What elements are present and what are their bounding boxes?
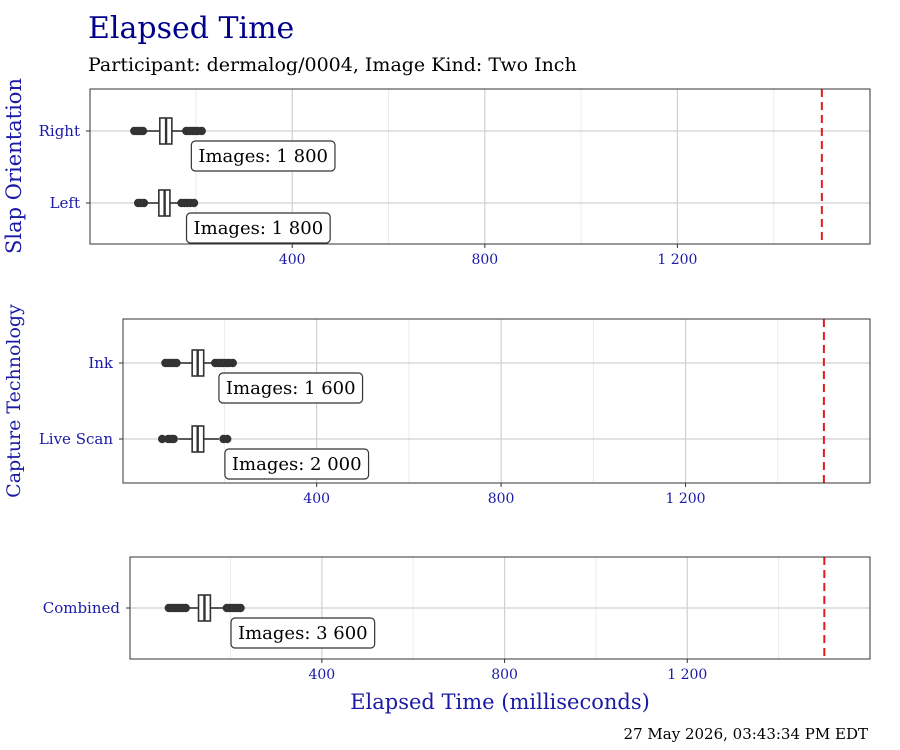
- boxplot-right: Images: 1 800: [130, 117, 336, 172]
- panel-border: [89, 88, 871, 245]
- x-tick-label: 800: [471, 252, 498, 268]
- x-tick-label: 400: [308, 667, 335, 683]
- count-label-box: [185, 212, 331, 244]
- count-label-box: [224, 448, 370, 480]
- x-tick-label: 400: [303, 491, 330, 507]
- panel-border: [122, 318, 871, 484]
- boxplot-combined: Images: 3 600: [164, 594, 376, 649]
- outlier-point: [223, 434, 232, 444]
- timestamp-caption: 27 May 2026, 03:43:34 PM EDT: [624, 725, 868, 743]
- y-tick-label: Ink: [88, 354, 114, 372]
- x-tick-label: 800: [491, 667, 518, 683]
- count-label-box: [218, 372, 364, 404]
- x-tick-label: 1 200: [657, 252, 697, 268]
- count-label: Images: 1 800: [194, 218, 324, 239]
- boxplot-left: Images: 1 800: [133, 189, 331, 244]
- count-label: Images: 3 600: [238, 623, 368, 644]
- count-label: Images: 1 600: [226, 378, 356, 399]
- count-label: Images: 2 000: [232, 454, 362, 475]
- outlier-point: [181, 603, 190, 613]
- chart-subtitle: Participant: dermalog/0004, Image Kind: …: [88, 54, 577, 76]
- outlier-point: [197, 126, 206, 136]
- outlier-point: [228, 358, 237, 368]
- outlier-point: [139, 198, 149, 208]
- outlier-point: [236, 603, 245, 613]
- count-label: Images: 1 800: [198, 146, 328, 167]
- x-tick-label: 800: [488, 491, 515, 507]
- count-label-box: [190, 140, 336, 172]
- y-tick-label: Left: [50, 194, 80, 212]
- outlier-point: [169, 434, 178, 444]
- x-tick-label: 400: [279, 252, 306, 268]
- outlier-point: [172, 358, 181, 368]
- outlier-point: [189, 198, 199, 208]
- chart-title: Elapsed Time: [88, 11, 294, 46]
- x-axis-title: Elapsed Time (milliseconds): [350, 690, 650, 714]
- x-tick-label: 1 200: [667, 667, 707, 683]
- outlier-point: [138, 126, 148, 136]
- y-axis-title: Slap Orientation: [2, 78, 26, 254]
- y-axis-title: Capture Technology: [3, 304, 25, 498]
- boxplot-ink: Images: 1 600: [161, 349, 364, 404]
- y-tick-label: Right: [39, 122, 80, 140]
- boxplot-live-scan: Images: 2 000: [157, 425, 370, 480]
- y-tick-label: Combined: [43, 599, 121, 617]
- x-tick-label: 1 200: [666, 491, 706, 507]
- outlier-point: [157, 434, 167, 444]
- count-label-box: [230, 617, 376, 649]
- y-tick-label: Live Scan: [39, 430, 113, 448]
